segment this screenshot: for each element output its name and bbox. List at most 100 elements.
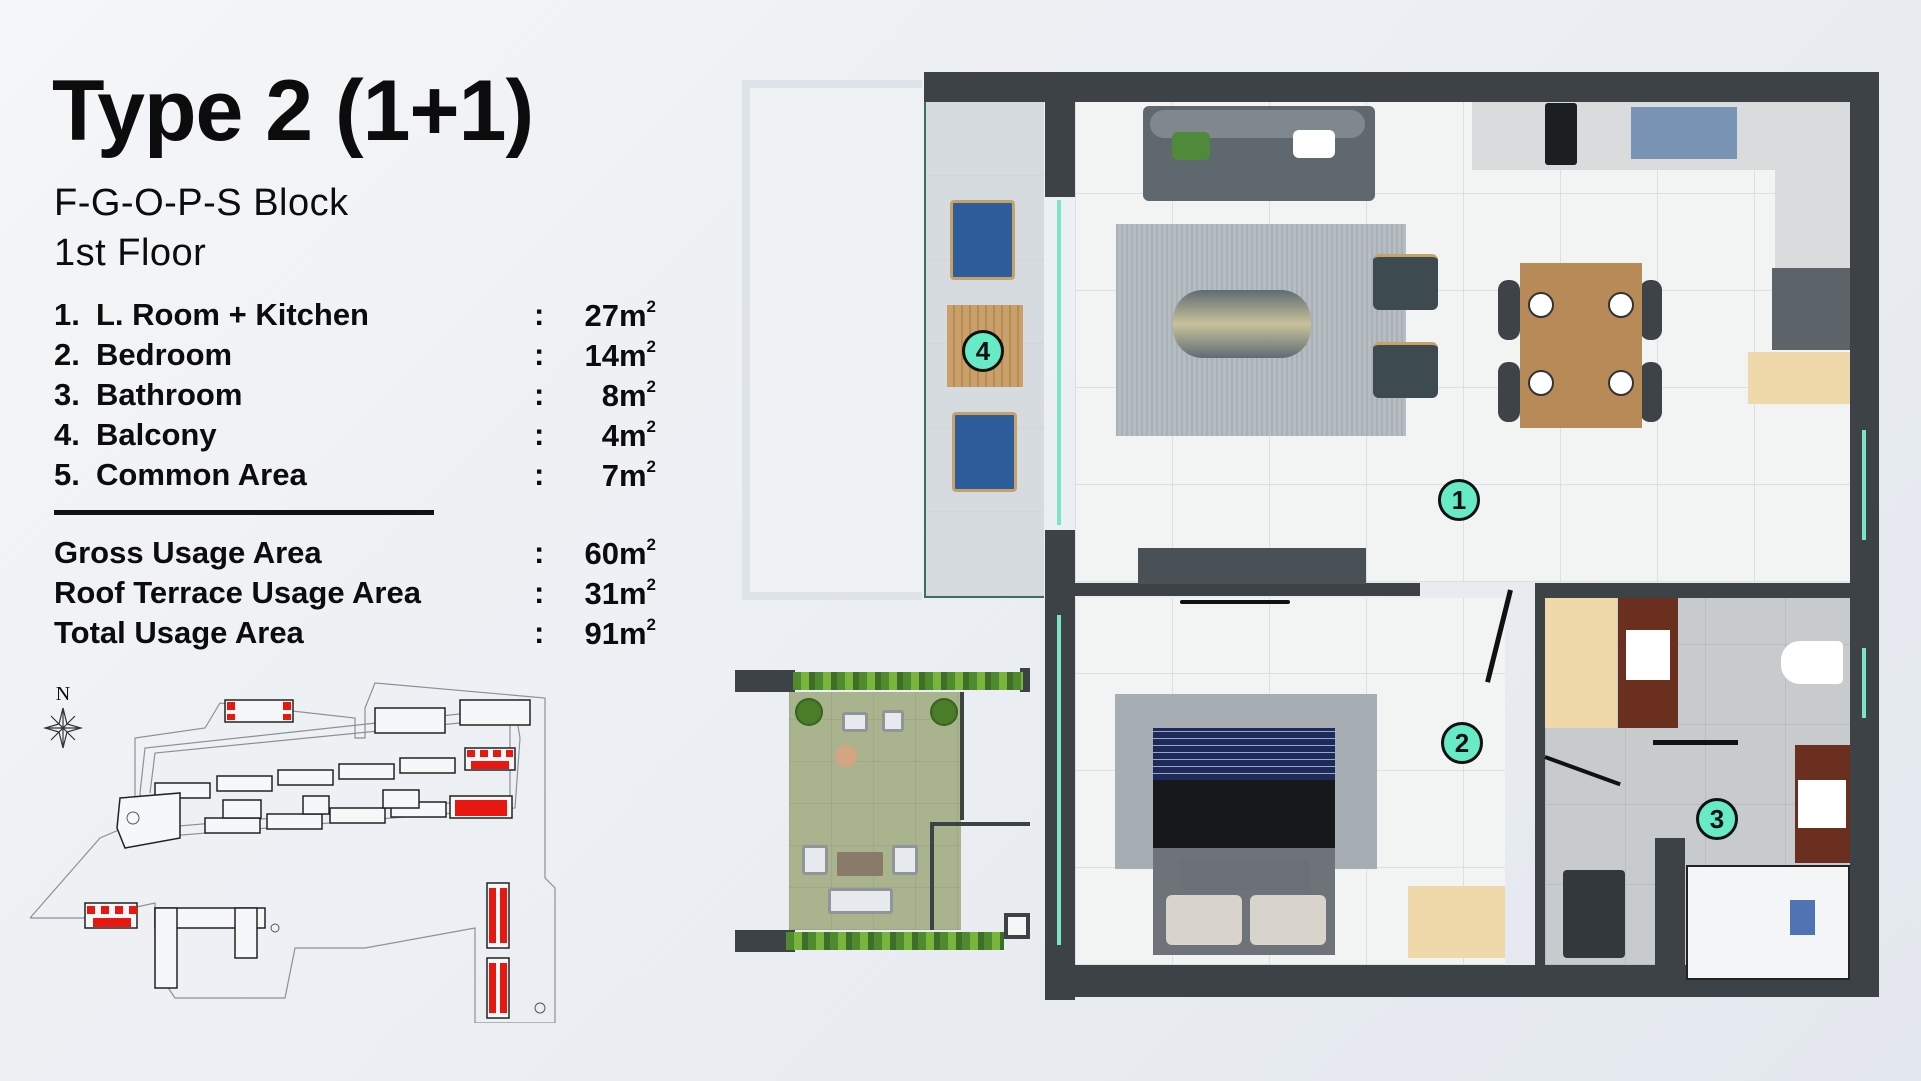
compass-label: N <box>55 683 71 705</box>
room-number: 4. <box>54 417 80 452</box>
bed-pillow <box>1180 860 1310 890</box>
marker-living-kitchen: 1 <box>1438 479 1480 521</box>
bed-pillow <box>1166 895 1242 945</box>
wall-left-upper <box>1045 72 1075 197</box>
kitchen-cabinet <box>1748 352 1850 404</box>
room-name: Common Area <box>96 457 307 492</box>
shower <box>1686 865 1850 980</box>
plate <box>1528 292 1554 318</box>
total-row: Roof Terrace Usage Area : 31m2 <box>54 573 656 613</box>
wall-living-bedroom <box>1075 583 1420 596</box>
total-name: Roof Terrace Usage Area <box>54 575 421 610</box>
planter-bottom <box>786 932 1004 950</box>
unit-type-title: Type 2 (1+1) <box>52 63 534 159</box>
room-name: Bathroom <box>96 377 243 412</box>
living-armchair <box>1373 342 1438 398</box>
room-number: 5. <box>54 457 80 492</box>
toilet <box>1780 640 1844 685</box>
dining-chair <box>1640 280 1662 340</box>
room-row: 2. Bedroom : 14m2 <box>54 335 656 375</box>
bath-basin <box>1626 630 1670 680</box>
balcony-armchair <box>950 200 1015 280</box>
window-glass <box>1862 430 1866 540</box>
block-label: F-G-O-P-S Block <box>54 182 349 224</box>
partition-wall <box>1653 740 1738 745</box>
wall-top <box>924 72 1879 102</box>
bed-duvet <box>1153 780 1335 848</box>
roof-access-shaft <box>1004 913 1030 939</box>
window-glass <box>1057 615 1061 945</box>
wall-living-bath <box>1535 583 1850 598</box>
window-glass <box>1862 648 1866 718</box>
room-area: 8m2 <box>601 376 656 413</box>
room-number: 1. <box>54 297 80 332</box>
total-name: Total Usage Area <box>54 615 304 650</box>
balcony-armchair <box>952 412 1017 492</box>
tv-screen <box>1180 600 1290 604</box>
plate <box>1528 370 1554 396</box>
north-compass: N <box>43 683 98 754</box>
total-area: 91m2 <box>584 614 656 651</box>
total-area: 60m2 <box>584 534 656 571</box>
total-row: Gross Usage Area : 60m2 <box>54 533 656 573</box>
separator: : <box>534 337 545 372</box>
room-name: Balcony <box>96 417 217 452</box>
site-plan <box>29 682 556 1023</box>
room-area: 14m2 <box>584 336 656 373</box>
room-row: 1. L. Room + Kitchen : 27m2 <box>54 295 656 335</box>
room-number: 3. <box>54 377 80 412</box>
white-pillow <box>1293 130 1335 158</box>
wall-bath-shower <box>1655 838 1685 965</box>
living-armchair <box>1373 254 1438 310</box>
separator: : <box>534 297 545 332</box>
bed-pillow <box>1250 895 1326 945</box>
dining-chair <box>1498 280 1520 340</box>
round-side-table <box>835 745 857 767</box>
refrigerator <box>1772 268 1850 350</box>
roof-wall <box>735 930 795 952</box>
bedroom-desk <box>1408 886 1505 958</box>
total-row: Total Usage Area : 91m2 <box>54 613 656 653</box>
lounge-chair <box>882 710 904 732</box>
outdoor-armchair <box>892 845 918 875</box>
cooktop <box>1545 103 1577 165</box>
separator: : <box>534 417 545 452</box>
shower-fixture <box>1790 900 1815 935</box>
lounge-chair <box>842 712 868 732</box>
roof-wall <box>735 670 795 692</box>
green-pillow <box>1172 132 1210 160</box>
room-area: 7m2 <box>601 456 656 493</box>
room-row: 3. Bathroom : 8m2 <box>54 375 656 415</box>
window-glass <box>1057 200 1061 525</box>
roof-parapet <box>930 822 1030 826</box>
outdoor-coffee-table <box>837 852 883 876</box>
tv-console <box>1138 548 1366 584</box>
marker-bedroom: 2 <box>1441 722 1483 764</box>
compass-rose-icon <box>43 707 83 749</box>
room-name: L. Room + Kitchen <box>96 297 369 332</box>
bed-throw <box>1153 728 1335 780</box>
kitchen-sink <box>1631 107 1737 159</box>
room-area: 4m2 <box>601 416 656 453</box>
divider <box>54 510 434 515</box>
shrub <box>930 698 958 726</box>
separator: : <box>534 457 545 492</box>
total-area: 31m2 <box>584 574 656 611</box>
plate <box>1608 292 1634 318</box>
separator: : <box>534 535 545 570</box>
roof-wall <box>1020 668 1030 692</box>
coffee-table <box>1173 290 1311 358</box>
room-name: Bedroom <box>96 337 233 372</box>
roof-parapet <box>960 692 964 820</box>
marker-bathroom: 3 <box>1696 798 1738 840</box>
washing-machine <box>1563 870 1625 958</box>
room-row: 4. Balcony : 4m2 <box>54 415 656 455</box>
room-number: 2. <box>54 337 80 372</box>
marker-balcony: 4 <box>962 330 1004 372</box>
bath-cabinet <box>1545 598 1617 728</box>
roof-parapet <box>930 822 934 930</box>
dining-chair <box>1640 362 1662 422</box>
outdoor-sofa <box>828 888 893 914</box>
plate <box>1608 370 1634 396</box>
planter-top <box>793 672 1023 690</box>
